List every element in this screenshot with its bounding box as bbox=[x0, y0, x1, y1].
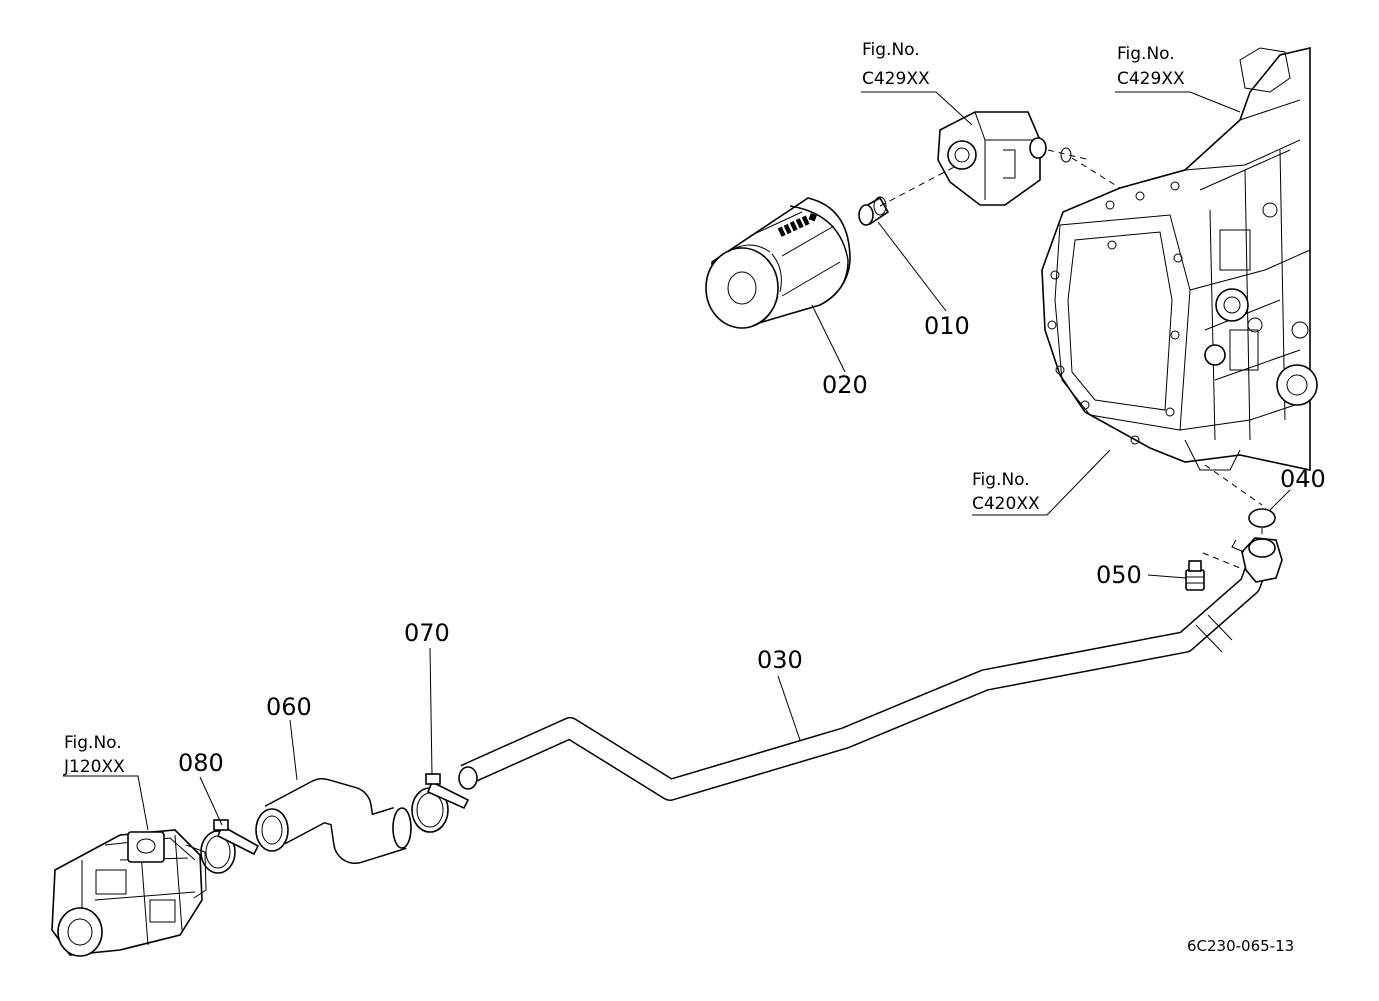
label-part-080: 080 bbox=[178, 749, 224, 777]
hydraulic-pump bbox=[51, 829, 207, 957]
part-060-hose bbox=[255, 778, 412, 864]
part-050-plug bbox=[1185, 560, 1205, 591]
leader-lines bbox=[63, 91, 1291, 831]
part-020-oil-filter: ▮▮▮▮▮◆ bbox=[705, 197, 851, 329]
transmission-case bbox=[1041, 46, 1318, 471]
fig-ref-transmission-top-code: C429XX bbox=[1117, 69, 1185, 89]
label-part-050: 050 bbox=[1096, 561, 1142, 589]
drawing-id: 6C230-065-13 bbox=[1187, 937, 1294, 955]
part-labels: 010 020 030 040 050 060 070 080 bbox=[178, 312, 1326, 777]
part-080-hose-clamp bbox=[200, 819, 260, 874]
fig-ref-pump-label: Fig.No. bbox=[64, 733, 122, 753]
label-part-070: 070 bbox=[404, 619, 450, 647]
fig-ref-filter-head-code: C429XX bbox=[862, 69, 930, 89]
label-part-040: 040 bbox=[1280, 465, 1326, 493]
fig-ref-pump-code: J120XX bbox=[63, 757, 125, 777]
part-030-suction-pipe bbox=[458, 537, 1283, 801]
filter-head bbox=[937, 111, 1072, 206]
part-070-hose-clamp bbox=[411, 773, 470, 833]
fig-ref-transmission-case-code: C420XX bbox=[972, 494, 1040, 514]
fig-ref-transmission-case-label: Fig.No. bbox=[972, 470, 1030, 490]
figure-reference-labels: Fig.No. C429XX Fig.No. C429XX Fig.No. C4… bbox=[63, 40, 1185, 777]
part-010-adapter-nipple bbox=[858, 196, 890, 226]
label-part-030: 030 bbox=[757, 646, 803, 674]
part-040-o-ring bbox=[1248, 508, 1276, 528]
phantom-lines bbox=[879, 149, 1263, 571]
fig-ref-transmission-top-label: Fig.No. bbox=[1117, 44, 1175, 64]
label-part-060: 060 bbox=[266, 693, 312, 721]
label-part-020: 020 bbox=[822, 371, 868, 399]
label-part-010: 010 bbox=[924, 312, 970, 340]
fig-ref-filter-head-label: Fig.No. bbox=[862, 40, 920, 60]
